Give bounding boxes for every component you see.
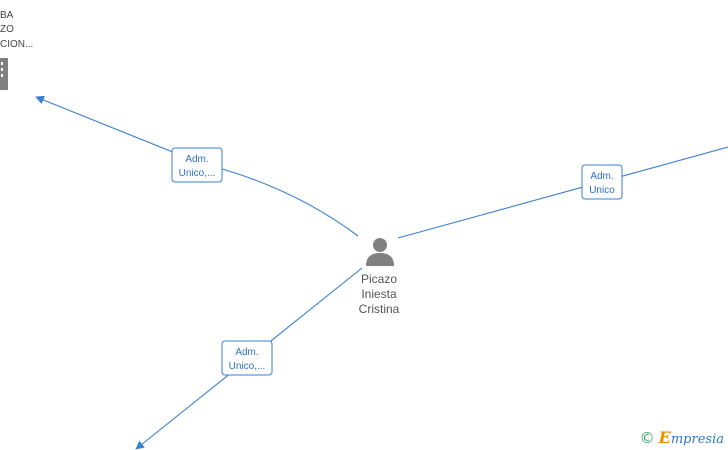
copyright-icon: © [639,428,655,447]
brand-logo: Empresia [659,428,724,447]
edge-label-2[interactable]: Adm. Unico [581,164,623,200]
person-node[interactable]: Picazo Iniesta Cristina [359,238,400,316]
edge-label-3-line-1: Adm. [235,347,258,358]
empresia-watermark: © Empresia [640,428,724,447]
person-name-line-2: Iniesta [361,287,397,301]
edge-label-1[interactable]: Adm. Unico,... [171,147,223,183]
edge-label-2-line-2: Unico [589,185,615,196]
edge-label-3-line-2: Unico,... [229,361,266,372]
edge-label-1-line-1: Adm. [185,154,208,165]
edge-label-1-line-2: Unico,... [179,168,216,179]
brand-logo-rest: mpresia [670,432,724,447]
person-name-line-3: Cristina [359,302,400,316]
person-icon [366,238,394,266]
edge-to-right-company [397,146,728,239]
company-node[interactable]: BA ZO CION... [0,10,33,90]
building-icon [0,58,8,90]
company-name-line-2: ZO [0,24,14,35]
person-name-line-1: Picazo [361,272,397,286]
company-name-line-3: CION... [0,39,33,50]
company-name-line-1: BA [0,10,14,21]
brand-logo-initial: E [658,428,671,447]
edge-label-2-line-1: Adm. [590,171,613,182]
edge-label-3[interactable]: Adm. Unico,... [221,340,273,376]
